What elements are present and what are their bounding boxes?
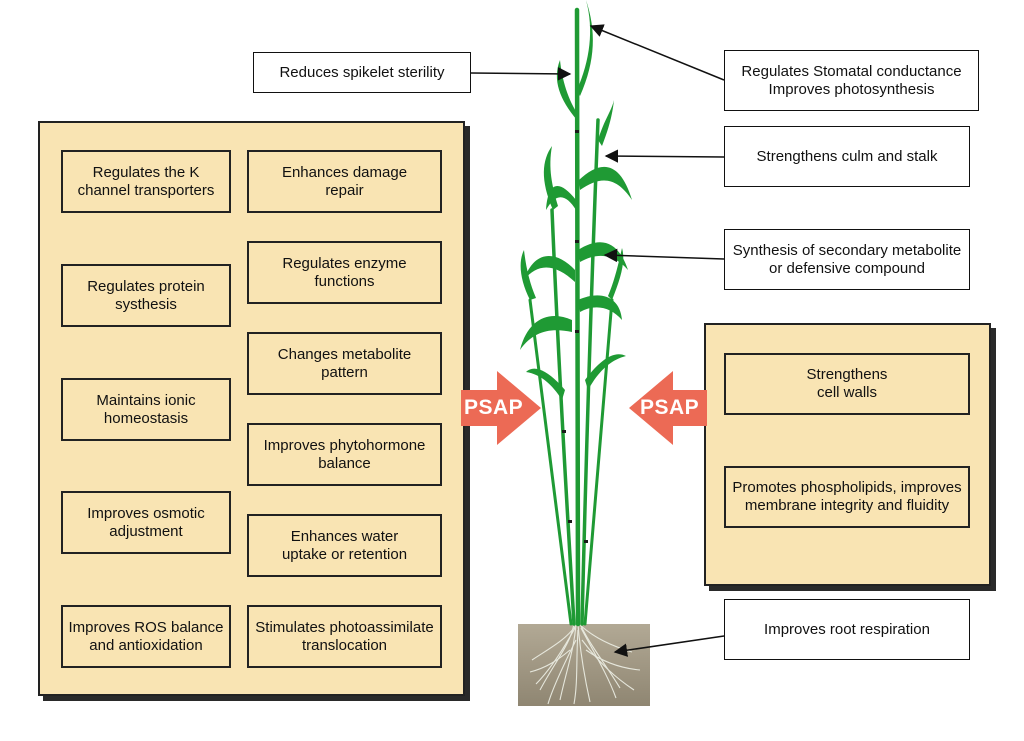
left-item-phytohormone-balance: Improves phytohormone balance (247, 423, 442, 486)
callout-secondary-metabolite: Synthesis of secondary metabolite or def… (724, 229, 970, 290)
psap-label-left: PSAP (464, 396, 524, 419)
roots (529, 623, 641, 705)
left-item-ros-balance: Improves ROS balance and antioxidation (61, 605, 231, 668)
psap-arrow-right (629, 371, 707, 445)
psap-arrow-left (461, 371, 541, 445)
left-item-photoassimilate: Stimulates photoassimilate translocation (247, 605, 442, 668)
left-item-metabolite-pattern: Changes metabolite pattern (247, 332, 442, 395)
stem-nodes (562, 130, 588, 543)
callout-stomatal-conductance: Regulates Stomatal conductance Improves … (724, 50, 979, 111)
soil-block (518, 624, 650, 706)
stems (528, 7, 614, 627)
left-item-ionic-homeostasis: Maintains ionic homeostasis (61, 378, 231, 441)
left-item-damage-repair: Enhances damage repair (247, 150, 442, 213)
callout-arrows (470, 24, 725, 657)
right-item-membrane-integrity: Promotes phospholipids, improves membran… (724, 466, 970, 528)
psap-label-right: PSAP (640, 396, 700, 419)
left-item-water-uptake: Enhances water uptake or retention (247, 514, 442, 577)
callout-spikelet-sterility: Reduces spikelet sterility (253, 52, 471, 93)
left-item-osmotic-adjustment: Improves osmotic adjustment (61, 491, 231, 554)
right-item-cell-walls: Strengthens cell walls (724, 353, 970, 415)
callout-root-respiration: Improves root respiration (724, 599, 970, 660)
left-item-enzyme-functions: Regulates enzyme functions (247, 241, 442, 304)
left-item-k-channel: Regulates the K channel transporters (61, 150, 231, 213)
callout-culm-stalk: Strengthens culm and stalk (724, 126, 970, 187)
left-item-protein-synthesis: Regulates protein systhesis (61, 264, 231, 327)
